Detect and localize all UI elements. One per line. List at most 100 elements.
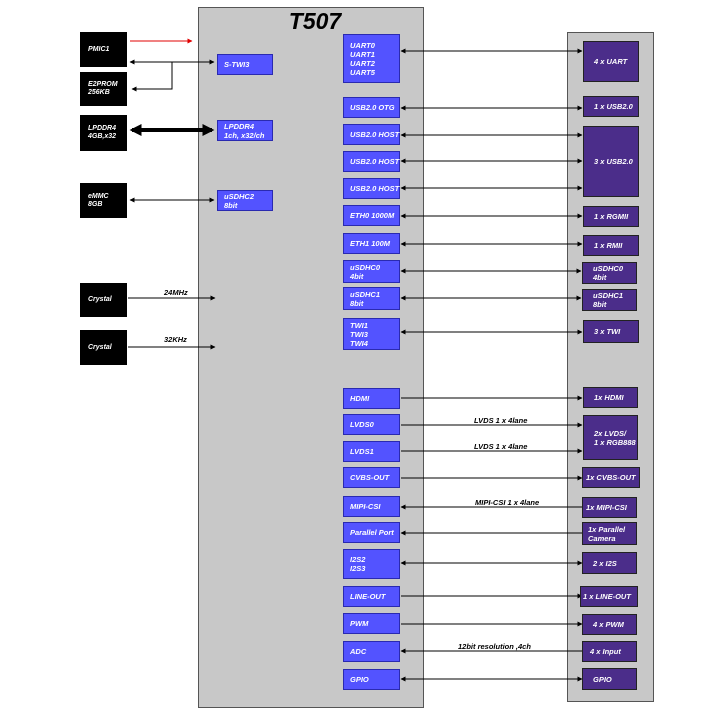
block-label: LPDDR4	[224, 121, 255, 131]
block-label: uSDHC0	[350, 262, 381, 272]
iface-label: 1 x RGMII	[594, 212, 629, 221]
block-uart: UART0 UART1 UART2 UART5	[343, 34, 400, 83]
block-usdhc1: uSDHC1 8bit	[343, 287, 400, 310]
clock-label-24mhz: 24MHz	[164, 288, 188, 297]
block-sublabel: 8bit	[224, 200, 238, 210]
iface-usb-otg: 1 x USB2.0	[583, 96, 639, 117]
block-label: GPIO	[350, 675, 369, 684]
emmc-box: eMMC 8GB	[80, 183, 127, 218]
block-lvds1: LVDS1	[343, 441, 400, 462]
block-usb-host2: USB2.0 HOST	[343, 151, 400, 172]
iface-usdhc0: uSDHC0 4bit	[582, 262, 637, 284]
iface-label: 1x CVBS-OUT	[586, 473, 636, 482]
block-label: CVBS-OUT	[350, 473, 390, 482]
iface-label: 3 x TWI	[594, 327, 621, 336]
emmc-label: eMMC	[88, 192, 109, 200]
block-label: PWM	[350, 619, 369, 628]
block-usb-host3: USB2.0 HOST	[343, 178, 400, 199]
iface-label: uSDHC0	[593, 264, 624, 273]
iface-lvds: 2x LVDS/ 1 x RGB888	[583, 415, 638, 460]
iface-uart: 4 x UART	[583, 41, 639, 82]
block-lpddr4-ctrl: LPDDR4 1ch, x32/ch	[217, 120, 273, 141]
crystal-32khz-box: Crystal	[80, 330, 127, 365]
block-label: uSDHC2	[224, 191, 255, 201]
block-label: uSDHC1	[350, 289, 381, 299]
pmic-box: PMIC1	[80, 32, 127, 67]
block-label: LVDS1	[350, 447, 374, 456]
block-label: UART5	[350, 67, 375, 77]
block-stwi3: S-TWI3	[217, 54, 273, 75]
e2prom-label: E2PROM	[88, 81, 118, 88]
block-sublabel: 1ch, x32/ch	[224, 130, 265, 140]
block-pwm: PWM	[343, 613, 400, 634]
block-label: I2S3	[350, 564, 366, 573]
block-label: MIPI-CSI	[350, 502, 381, 511]
block-sublabel: 4bit	[350, 271, 364, 281]
iface-gpio: GPIO	[582, 668, 637, 690]
block-adc: ADC	[343, 641, 400, 662]
crystal-24mhz-box: Crystal	[80, 283, 127, 317]
block-usb-host1: USB2.0 HOST	[343, 124, 400, 145]
block-label: ETH1 100M	[350, 239, 391, 248]
block-lvds0: LVDS0	[343, 414, 400, 435]
iface-sublabel: 1 x RGB888	[594, 437, 636, 447]
block-twi: TWI1 TWI3 TWI4	[343, 318, 400, 350]
block-label: ADC	[350, 647, 367, 656]
iface-pwm: 4 x PWM	[582, 614, 637, 635]
block-label: TWI1	[350, 320, 368, 330]
pmic-label: PMIC1	[88, 45, 110, 53]
clock-label-32khz: 32KHz	[164, 335, 187, 344]
crystal-label: Crystal	[88, 343, 112, 351]
iface-parallel-camera: 1x Parallel Camera	[582, 522, 637, 545]
iface-sublabel: 4bit	[593, 273, 607, 282]
iface-label: 1x Parallel	[588, 524, 626, 534]
block-usdhc2: uSDHC2 8bit	[217, 190, 273, 211]
iface-i2s: 2 x I2S	[582, 552, 637, 574]
link-label-mipi: MIPI-CSI 1 x 4lane	[475, 498, 540, 507]
block-label: LINE-OUT	[350, 592, 386, 601]
block-usdhc0: uSDHC0 4bit	[343, 260, 400, 283]
iface-rmii: 1 x RMII	[583, 235, 639, 256]
block-label: UART2	[350, 58, 375, 68]
chip-title: T507	[288, 8, 342, 34]
iface-label: 1 x LINE-OUT	[583, 592, 631, 601]
block-label: USB2.0 HOST	[350, 157, 400, 166]
lpddr-size: 4GB,x32	[88, 133, 117, 140]
iface-input: 4 x Input	[582, 641, 637, 662]
block-usb-otg: USB2.0 OTG	[343, 97, 400, 118]
block-hdmi: HDMI	[343, 388, 400, 409]
iface-mipi: 1x MIPI-CSI	[582, 497, 637, 518]
block-label: USB2.0 HOST	[350, 130, 400, 139]
block-label: UART1	[350, 49, 375, 59]
block-label: LVDS0	[350, 420, 374, 429]
iface-label: uSDHC1	[593, 291, 624, 300]
block-eth1: ETH1 100M	[343, 233, 400, 254]
block-label: ETH0 1000M	[350, 211, 395, 220]
block-label: TWI4	[350, 338, 368, 348]
e2prom-box: E2PROM 256KB	[80, 72, 127, 106]
iface-label: GPIO	[593, 674, 612, 684]
link-label-lvds0: LVDS 1 x 4lane	[474, 416, 528, 425]
block-parallel-port: Parallel Port	[343, 522, 400, 543]
lpddr-label: LPDDR4	[88, 125, 117, 132]
iface-label: 1 x USB2.0	[594, 102, 633, 111]
iface-cvbs: 1x CVBS-OUT	[582, 467, 640, 488]
crystal-label: Crystal	[88, 296, 112, 303]
iface-line-out: 1 x LINE-OUT	[580, 586, 638, 607]
link-label-lvds1: LVDS 1 x 4lane	[474, 442, 528, 451]
iface-sublabel: Camera	[588, 533, 616, 543]
block-label: USB2.0 HOST	[350, 184, 400, 193]
iface-usdhc1: uSDHC1 8bit	[582, 289, 637, 311]
iface-label: 2 x I2S	[593, 558, 617, 568]
lpddr-box: LPDDR4 4GB,x32	[80, 115, 127, 151]
e2prom-link	[131, 62, 173, 92]
iface-hdmi: 1x HDMI	[583, 387, 638, 408]
block-line-out: LINE-OUT	[343, 586, 400, 607]
iface-sublabel: 8bit	[593, 300, 607, 309]
block-label: HDMI	[350, 394, 370, 403]
iface-rgmii: 1 x RGMII	[583, 206, 639, 227]
block-gpio: GPIO	[343, 669, 400, 690]
emmc-size: 8GB	[88, 200, 103, 208]
